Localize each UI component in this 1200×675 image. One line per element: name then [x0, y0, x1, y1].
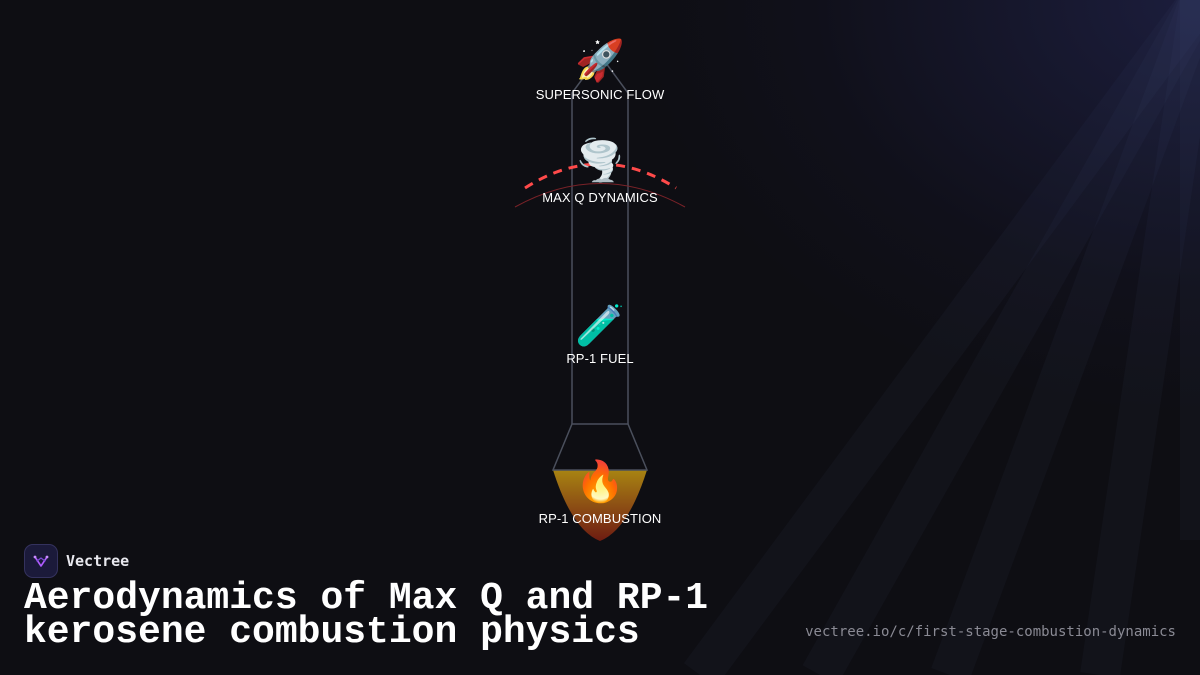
- shockwave-arc: [524, 162, 677, 190]
- tornado-icon: 🌪️: [575, 138, 625, 184]
- test-tube-icon: 🧪: [575, 303, 625, 349]
- rocket-icon: 🚀: [575, 38, 625, 84]
- rp1-combustion-label: RP-1 COMBUSTION: [538, 511, 662, 526]
- rp1-fuel-label: RP-1 FUEL: [566, 351, 634, 366]
- title-line-1: Aerodynamics of Max Q and RP-1: [24, 577, 709, 620]
- engine-nozzle: [551, 423, 649, 471]
- fire-icon: 🔥: [575, 459, 625, 505]
- exhaust-plume: [553, 470, 647, 541]
- source-url: vectree.io/c/first-stage-combustion-dyna…: [805, 624, 1176, 640]
- page-title: Aerodynamics of Max Q and RP-1 kerosene …: [24, 580, 784, 652]
- rocket-body: [571, 53, 629, 424]
- max-q-dynamics-label: MAX Q DYNAMICS: [542, 190, 658, 205]
- vectree-logo-icon: [24, 544, 58, 578]
- shockwave-trail: [514, 183, 686, 208]
- brand: Vectree: [24, 544, 129, 578]
- supersonic-flow-label: SUPERSONIC FLOW: [535, 87, 665, 102]
- brand-name: Vectree: [66, 552, 130, 570]
- title-line-2: kerosene combustion physics: [24, 611, 640, 654]
